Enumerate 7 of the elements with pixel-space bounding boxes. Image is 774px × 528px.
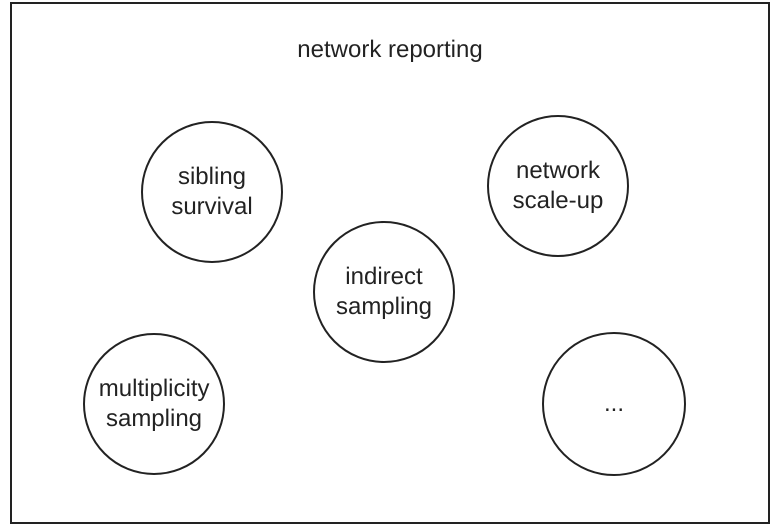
circle-label: sibling survival xyxy=(170,162,254,222)
circle-label: indirect sampling xyxy=(334,262,434,322)
circle-label: network scale-up xyxy=(512,156,604,216)
circle-label: multiplicity sampling xyxy=(98,374,210,434)
frame-title: network reporting xyxy=(296,36,484,64)
circle-label: ... xyxy=(604,389,624,419)
frame-box xyxy=(10,2,770,524)
